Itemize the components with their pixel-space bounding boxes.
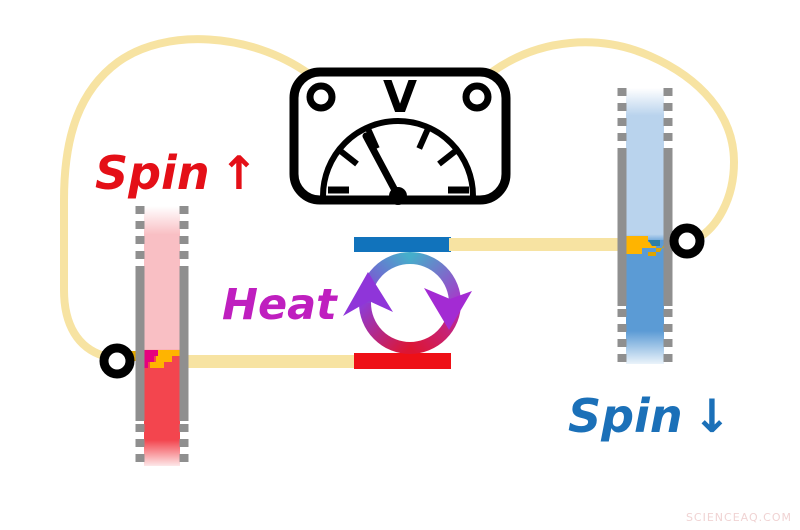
spin-down-arrow-icon: ↓ (692, 389, 732, 443)
voltmeter-gauge (320, 118, 476, 205)
heat-cycle (343, 252, 472, 354)
spin-up-arrow-icon: ↑ (219, 146, 259, 200)
spin-up-junction (144, 350, 180, 372)
voltmeter: V (289, 67, 511, 205)
left-circuit-wire (60, 35, 313, 360)
watermark: SCIENCEAQ.COM (685, 511, 792, 524)
spin-up-text: Spin (95, 146, 210, 200)
spin-down-fill (626, 88, 664, 364)
spin-down-text: Spin (568, 389, 683, 443)
voltmeter-terminal-left (306, 82, 336, 112)
spin-down-junction (626, 236, 664, 256)
cold-side-lead (449, 238, 620, 251)
spin-up-label: Spin↑ (95, 150, 258, 196)
heat-label: Heat (222, 284, 337, 327)
right-circuit-wire (488, 38, 739, 242)
heat-text: Heat (222, 280, 337, 330)
left-terminal-ring (99, 343, 135, 379)
heat-cycle-arrowhead-up (343, 272, 393, 316)
cold-bar (354, 237, 451, 252)
right-terminal-ring (669, 223, 705, 259)
voltmeter-needle-pivot (389, 187, 407, 205)
heat-cycle-arrowhead-down (424, 288, 472, 330)
spin-up-reservoir (135, 206, 189, 466)
voltmeter-unit-label: V (383, 72, 417, 123)
spin-up-fill (144, 206, 180, 466)
hot-bar (354, 353, 451, 369)
hot-side-lead (186, 355, 356, 368)
spin-down-label: Spin↓ (568, 393, 731, 439)
spin-down-reservoir (617, 88, 673, 364)
voltmeter-needle (362, 132, 402, 200)
voltmeter-terminal-right (462, 82, 492, 112)
